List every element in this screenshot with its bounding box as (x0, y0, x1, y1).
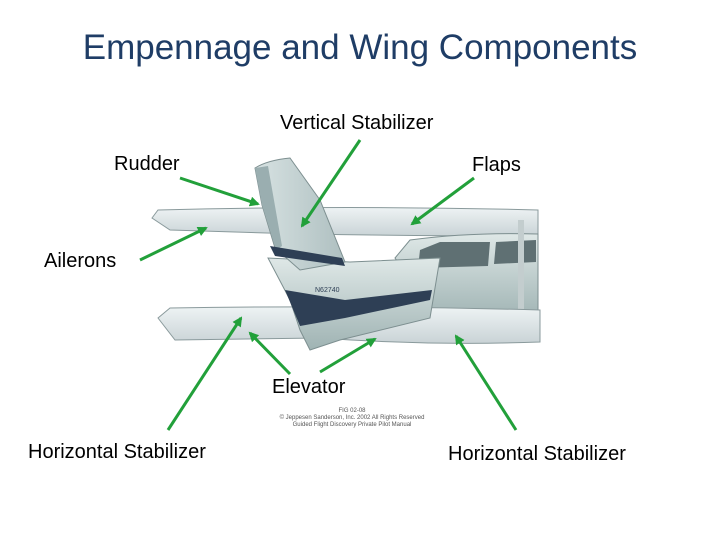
cabin-window-2 (494, 240, 536, 264)
label-vertical-stabilizer: Vertical Stabilizer (280, 112, 434, 134)
label-flaps: Flaps (472, 154, 521, 176)
label-horizontal-stabilizer-left: Horizontal Stabilizer (28, 441, 206, 463)
fuselage-stripe (285, 290, 432, 326)
label-ailerons: Ailerons (44, 250, 117, 272)
fin-stripe (270, 246, 345, 266)
arrow-elevator-left (248, 331, 292, 376)
rudder-surface (255, 166, 282, 250)
arrow-flaps (410, 176, 475, 226)
arrow-ailerons-upper (139, 226, 208, 262)
label-horizontal-stabilizer-right: Horizontal Stabilizer (448, 443, 626, 465)
tail-registration: N62740 (315, 287, 340, 294)
caption-source: Guided Flight Discovery Private Pilot Ma… (292, 422, 412, 428)
arrow-horizontal-stabilizer-right (454, 334, 518, 431)
arrow-rudder (179, 176, 260, 207)
arrow-elevator-right (319, 337, 377, 374)
caption-fig: FIG 02-08 (338, 408, 366, 414)
figure-caption: FIG 02-08 © Jeppesen Sanderson, Inc. 200… (272, 408, 432, 429)
arrow-vertical-stabilizer (300, 139, 362, 228)
slide-title: Empennage and Wing Components (82, 28, 638, 67)
label-rudder: Rudder (114, 153, 180, 175)
upper-wing (151, 207, 539, 237)
wing-strut (518, 220, 524, 330)
caption-copyright: © Jeppesen Sanderson, Inc. 2002 All Righ… (279, 415, 425, 421)
label-elevator: Elevator (272, 376, 346, 398)
arrow-ailerons-lower (166, 316, 243, 431)
